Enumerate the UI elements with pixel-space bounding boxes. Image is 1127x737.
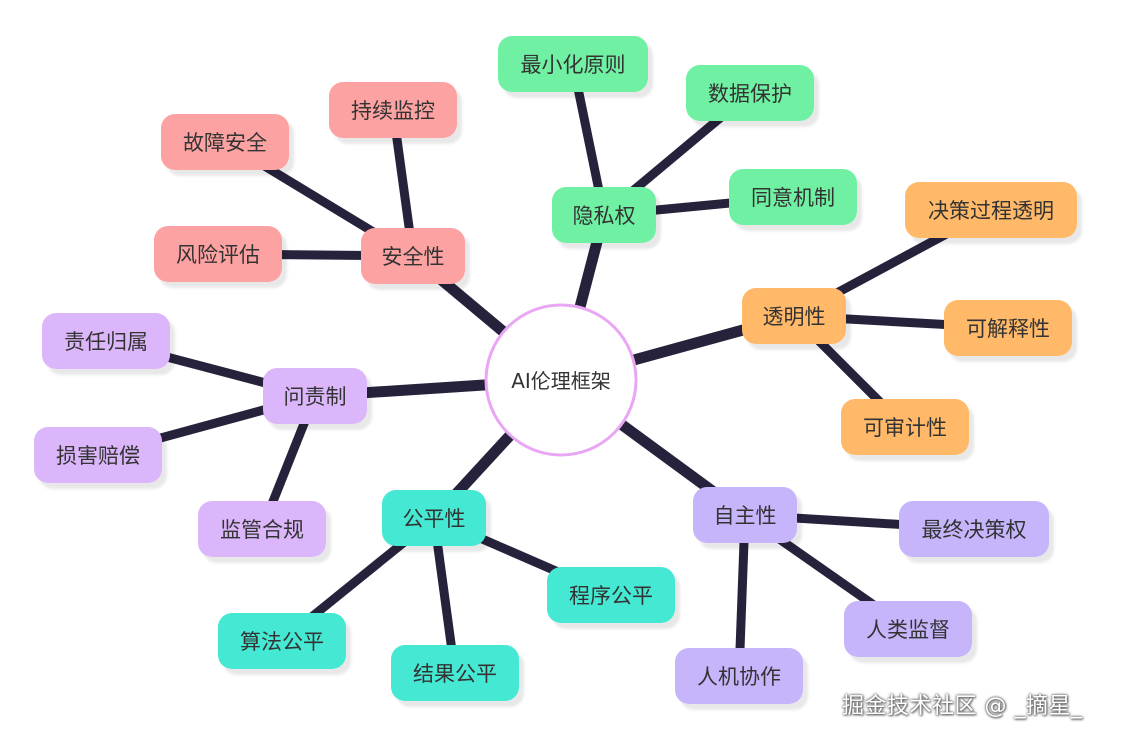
leaf-node-fairness-1-box bbox=[391, 645, 519, 701]
leaf-node-fairness-1-label: 结果公平 bbox=[413, 662, 497, 686]
watermark: 掘金技术社区 @ _摘星_ bbox=[842, 694, 1083, 719]
leaf-node-fairness-2-label: 算法公平 bbox=[240, 630, 324, 654]
leaf-node-safety-2[interactable]: 风险评估 bbox=[154, 226, 282, 282]
branch-node-accountability-label: 问责制 bbox=[284, 385, 347, 409]
leaf-node-accountability-2-label: 监管合规 bbox=[220, 518, 304, 542]
leaf-node-accountability-2-box bbox=[198, 501, 326, 557]
leaf-node-fairness-0-label: 程序公平 bbox=[569, 584, 653, 608]
leaf-node-fairness-0-box bbox=[547, 567, 675, 623]
branch-node-transparency-box bbox=[742, 288, 846, 344]
leaf-node-safety-1-label: 故障安全 bbox=[183, 131, 267, 155]
branch-node-fairness[interactable]: 公平性 bbox=[382, 490, 486, 546]
leaf-node-privacy-2-label: 同意机制 bbox=[751, 186, 835, 210]
leaf-node-privacy-0-box bbox=[498, 36, 648, 92]
branch-node-transparency[interactable]: 透明性 bbox=[742, 288, 846, 344]
leaf-node-fairness-0[interactable]: 程序公平 bbox=[547, 567, 675, 623]
leaf-node-autonomy-1[interactable]: 人类监督 bbox=[844, 601, 972, 657]
leaf-node-accountability-1[interactable]: 损害赔偿 bbox=[34, 427, 162, 483]
leaf-node-fairness-2[interactable]: 算法公平 bbox=[218, 613, 346, 669]
leaf-node-autonomy-1-box bbox=[844, 601, 972, 657]
leaf-node-safety-0-label: 持续监控 bbox=[351, 99, 435, 123]
branch-node-transparency-label: 透明性 bbox=[763, 305, 826, 329]
leaf-node-accountability-1-label: 损害赔偿 bbox=[56, 444, 140, 468]
leaf-node-safety-2-box bbox=[154, 226, 282, 282]
leaf-node-privacy-1[interactable]: 数据保护 bbox=[686, 65, 814, 121]
branch-node-safety-box bbox=[361, 228, 465, 284]
leaf-node-privacy-0-label: 最小化原则 bbox=[521, 53, 626, 77]
leaf-node-accountability-1-box bbox=[34, 427, 162, 483]
leaf-node-autonomy-2-label: 人机协作 bbox=[697, 665, 781, 689]
leaf-node-safety-0-box bbox=[329, 82, 457, 138]
leaf-node-safety-1-box bbox=[161, 114, 289, 170]
branch-node-accountability[interactable]: 问责制 bbox=[263, 368, 367, 424]
leaf-node-transparency-0-box bbox=[905, 182, 1077, 238]
leaf-node-autonomy-0[interactable]: 最终决策权 bbox=[899, 501, 1049, 557]
leaf-node-autonomy-1-label: 人类监督 bbox=[866, 618, 950, 642]
branch-node-privacy-label: 隐私权 bbox=[573, 204, 636, 228]
branch-node-privacy-box bbox=[552, 187, 656, 243]
leaf-node-transparency-1-label: 可解释性 bbox=[966, 317, 1050, 341]
leaf-node-privacy-2-box bbox=[729, 169, 857, 225]
leaf-node-transparency-2-label: 可审计性 bbox=[863, 416, 947, 440]
branch-node-safety[interactable]: 安全性 bbox=[361, 228, 465, 284]
leaf-node-transparency-2-box bbox=[841, 399, 969, 455]
branch-node-autonomy-box bbox=[693, 487, 797, 543]
leaf-node-transparency-1[interactable]: 可解释性 bbox=[944, 300, 1072, 356]
leaf-node-fairness-1[interactable]: 结果公平 bbox=[391, 645, 519, 701]
leaf-node-autonomy-2-box bbox=[675, 648, 803, 704]
leaf-node-privacy-1-label: 数据保护 bbox=[708, 82, 792, 106]
branch-node-fairness-label: 公平性 bbox=[403, 507, 466, 531]
leaf-node-safety-1[interactable]: 故障安全 bbox=[161, 114, 289, 170]
leaf-node-transparency-2[interactable]: 可审计性 bbox=[841, 399, 969, 455]
leaf-node-safety-0[interactable]: 持续监控 bbox=[329, 82, 457, 138]
leaf-node-privacy-1-box bbox=[686, 65, 814, 121]
root-node-circle bbox=[484, 303, 638, 457]
branch-node-fairness-box bbox=[382, 490, 486, 546]
branch-node-accountability-box bbox=[263, 368, 367, 424]
leaf-node-autonomy-0-box bbox=[899, 501, 1049, 557]
root-node-label: AI伦理框架 bbox=[511, 369, 611, 393]
leaf-node-privacy-2[interactable]: 同意机制 bbox=[729, 169, 857, 225]
leaf-node-transparency-0[interactable]: 决策过程透明 bbox=[905, 182, 1077, 238]
leaf-node-autonomy-0-label: 最终决策权 bbox=[922, 518, 1027, 542]
leaf-node-accountability-2[interactable]: 监管合规 bbox=[198, 501, 326, 557]
leaf-node-fairness-2-box bbox=[218, 613, 346, 669]
leaf-node-privacy-0[interactable]: 最小化原则 bbox=[498, 36, 648, 92]
leaf-node-safety-2-label: 风险评估 bbox=[176, 243, 260, 267]
leaf-node-autonomy-2[interactable]: 人机协作 bbox=[675, 648, 803, 704]
leaf-node-accountability-0-label: 责任归属 bbox=[64, 330, 148, 354]
branch-node-privacy[interactable]: 隐私权 bbox=[552, 187, 656, 243]
branch-node-autonomy-label: 自主性 bbox=[714, 504, 777, 528]
leaf-node-accountability-0[interactable]: 责任归属 bbox=[42, 313, 170, 369]
branch-node-autonomy[interactable]: 自主性 bbox=[693, 487, 797, 543]
branch-node-safety-label: 安全性 bbox=[382, 245, 445, 269]
root-node[interactable]: AI伦理框架 bbox=[484, 303, 638, 457]
leaf-node-accountability-0-box bbox=[42, 313, 170, 369]
leaf-node-transparency-1-box bbox=[944, 300, 1072, 356]
leaf-node-transparency-0-label: 决策过程透明 bbox=[928, 199, 1054, 223]
